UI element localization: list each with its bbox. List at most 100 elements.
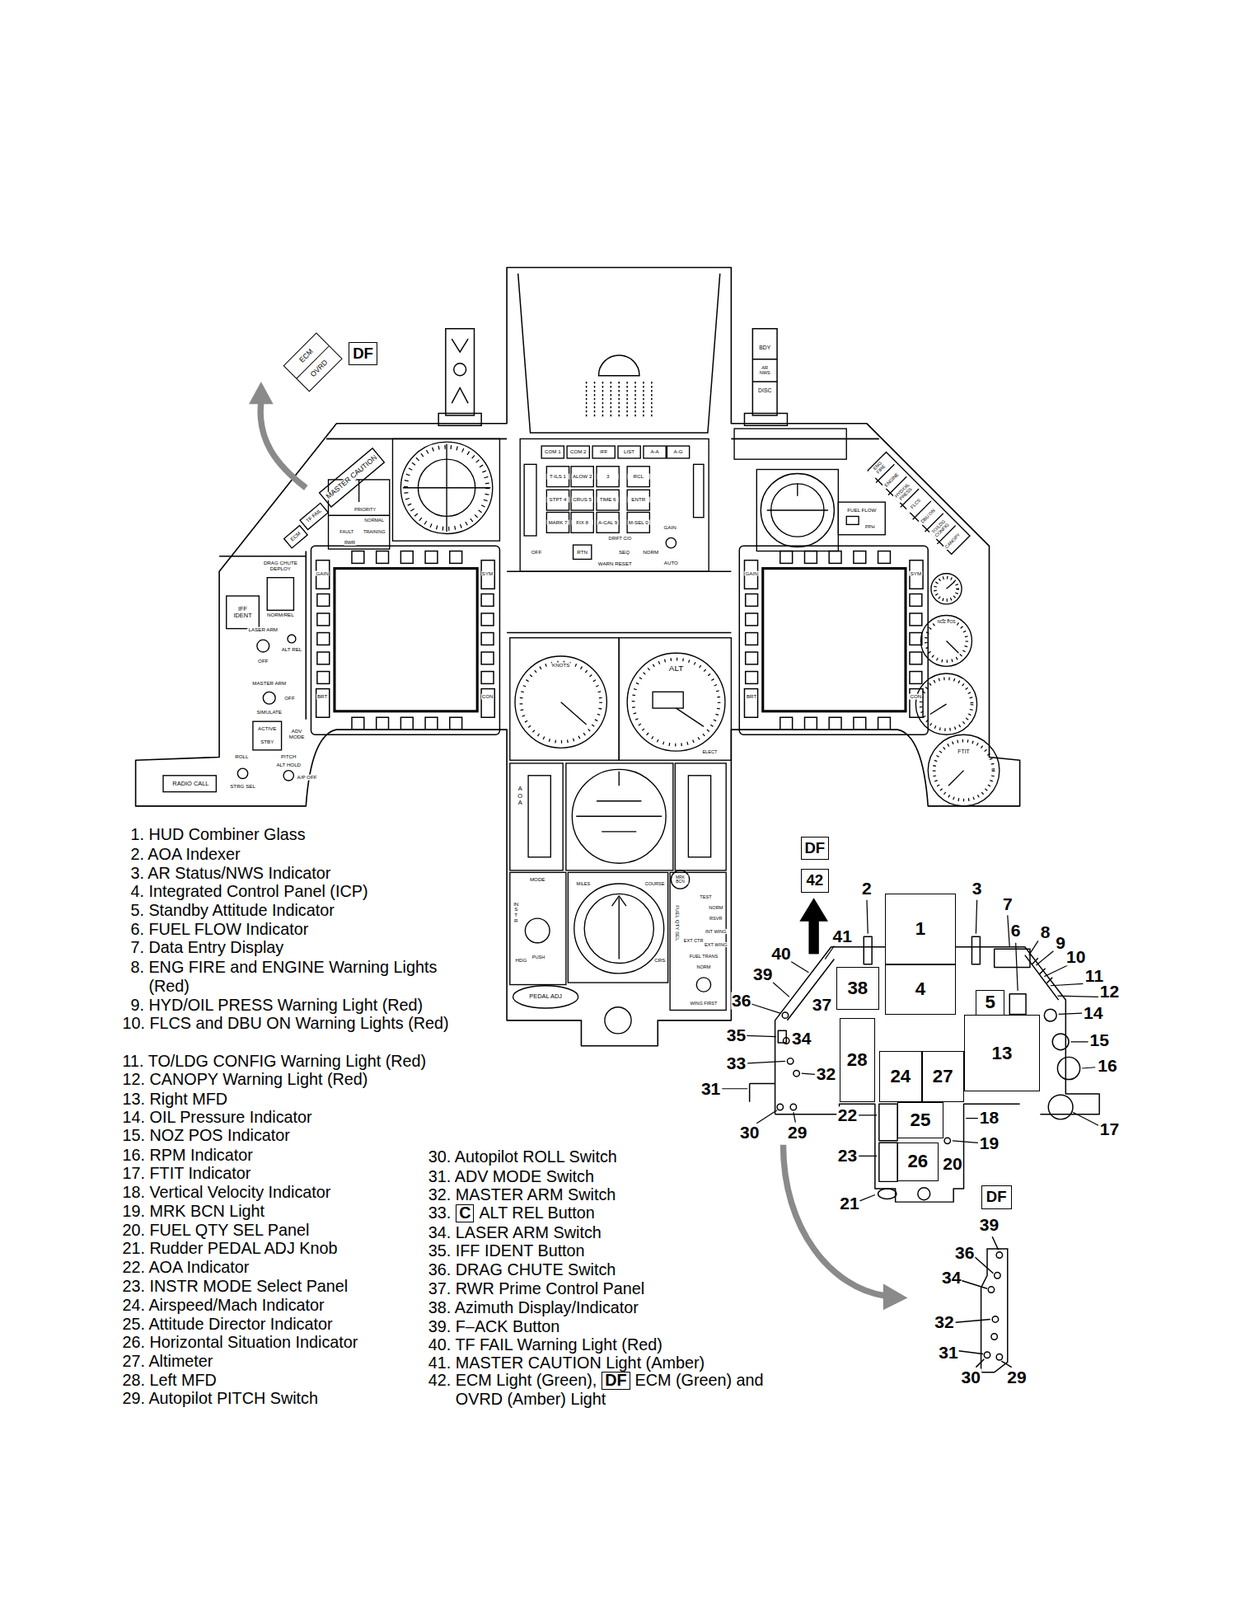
warning-light-strip	[875, 463, 956, 544]
ar-status-indicator	[744, 328, 787, 427]
icp	[566, 445, 590, 459]
legend-item: 4. Integrated Control Panel (ICP)	[130, 881, 368, 901]
callout-number: 33	[725, 1053, 747, 1072]
panel-label: ENG FIRE	[867, 455, 891, 479]
panel-label: A-G	[673, 449, 684, 455]
standby-attitude-indicator	[767, 483, 829, 511]
panel-schematic	[879, 1103, 898, 1141]
flight-instruments	[515, 655, 607, 748]
inset-console-strip	[994, 1272, 1001, 1279]
panel-label: DRAG CHUTE DEPLOY	[262, 560, 299, 572]
panel-label: A/P OFF	[296, 774, 319, 781]
callout-number: 39	[752, 964, 773, 983]
legend-item: 38. Azimuth Display/Indicator	[428, 1297, 639, 1317]
flight-instruments	[528, 775, 551, 857]
panel-label: NORMAL	[363, 517, 385, 523]
panel-label: GAIN	[315, 570, 330, 576]
panel-label: RADIO CALL	[171, 779, 210, 787]
panel-label: AR NWS	[757, 365, 773, 375]
callout-number: 16	[1096, 1057, 1118, 1075]
legend-item: 19. MRK BCN Light	[122, 1201, 266, 1221]
ecm-arrow-head	[248, 381, 274, 404]
rwr-azimuth-indicator	[400, 441, 492, 534]
node-text: 1	[915, 919, 926, 938]
panel-schematic	[944, 1137, 951, 1143]
flight-instruments	[574, 883, 665, 974]
panel-schematic	[994, 948, 1030, 967]
panel-schematic	[793, 1069, 800, 1076]
panel-schematic	[790, 1103, 796, 1110]
panel-label: MRK BCN	[672, 874, 689, 884]
flight-instruments	[604, 1006, 632, 1034]
panel-schematic	[917, 1187, 931, 1200]
panel-label: AOA	[516, 785, 523, 806]
aoa-indexer	[445, 328, 475, 416]
panel-schematic	[749, 1083, 776, 1102]
panel-schematic	[777, 1103, 783, 1110]
panel-label: SIMULATE	[255, 708, 282, 715]
panel-label: ACTIVE	[257, 725, 277, 731]
node-text: 4	[915, 979, 926, 998]
panel-label: LIST	[622, 449, 636, 455]
panel-label: ALT HOLD	[275, 762, 302, 768]
panel-schematic	[1044, 1008, 1057, 1021]
legend-item: ALT REL Button	[478, 1203, 595, 1222]
warning-light-strip	[867, 451, 970, 554]
callout-number: 29	[1006, 1367, 1027, 1386]
callout-number: 29	[786, 1123, 808, 1141]
flight-instruments	[513, 985, 579, 1008]
panel-label: WARN RESET	[597, 561, 633, 567]
node-text: ECM	[299, 347, 316, 365]
legend-item: 22. AOA Indicator	[122, 1257, 250, 1277]
panel-label: FLCS	[906, 494, 926, 514]
legend-item: 12. CANOPY Warning Light (Red)	[122, 1069, 369, 1089]
panel-label: HYD/OIL PRESS	[892, 480, 916, 504]
panel-label: CRS	[653, 956, 666, 963]
panel-box: 4	[884, 964, 956, 1016]
panel-box: 25	[897, 1101, 944, 1139]
rwr-azimuth-indicator	[392, 438, 500, 541]
flight-instruments	[652, 691, 684, 708]
engine-gauges	[921, 614, 973, 666]
callout-number: 34	[791, 1029, 812, 1047]
legend-item: 23. INSTR MODE Select Panel	[122, 1276, 349, 1296]
inset-console-strip	[981, 1248, 1008, 1372]
inset-console-strip	[996, 1251, 1002, 1258]
panel-box: 1	[884, 893, 956, 964]
panel-label: T-ILS 1	[547, 473, 570, 480]
panel-label: STBY	[259, 738, 275, 745]
flight-instruments	[566, 763, 674, 871]
panel-label: CON	[481, 693, 495, 700]
icp	[546, 489, 569, 511]
panel-label: PRIORITY	[353, 506, 377, 512]
node-text: 42	[806, 872, 824, 889]
legend-item: 40. TF FAIL Warning Light (Red)	[428, 1334, 663, 1354]
aoa-indexer	[438, 328, 482, 427]
icp	[596, 489, 619, 511]
legend-item: 35. IFF IDENT Button	[428, 1240, 586, 1260]
inset-console-strip	[991, 1333, 998, 1339]
engine-gauges	[934, 740, 994, 801]
flight-instruments	[633, 659, 720, 745]
panel-box: 24	[879, 1050, 923, 1102]
panel-label: ROLL	[234, 753, 249, 760]
panel-label: NOZ POS	[936, 619, 956, 624]
boxed-code: C	[455, 1203, 474, 1222]
flight-instruments	[688, 775, 711, 857]
panel-label: WING FIRST	[689, 1000, 719, 1006]
icp	[524, 463, 537, 536]
legend-item: 30. Autopilot ROLL Switch	[428, 1147, 618, 1166]
panel-schematic	[863, 936, 872, 964]
panel-label: OFF	[257, 658, 269, 665]
aoa-indexer	[438, 412, 482, 426]
panel-label: INT WING	[704, 928, 728, 934]
panel-label: COM 2	[569, 449, 588, 455]
ecm-arrow	[260, 402, 306, 488]
icp	[665, 537, 676, 548]
legend-item: 36. DRAG CHUTE Switch	[428, 1259, 617, 1279]
flight-instruments	[571, 768, 666, 863]
panel-label: RSVR	[708, 915, 723, 921]
left-console	[266, 577, 294, 611]
standby-attitude-indicator	[756, 469, 839, 552]
legend-item: 28. Left MFD	[122, 1370, 217, 1390]
